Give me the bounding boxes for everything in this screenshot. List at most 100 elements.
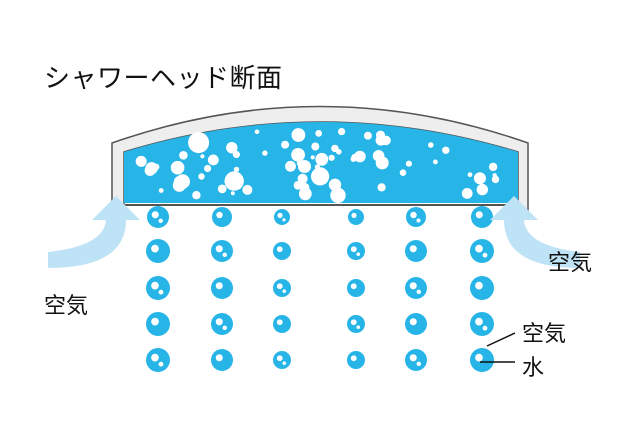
water-drop [274,209,290,225]
air-bubble [409,354,417,362]
water-drop [405,313,427,335]
air-bubble [416,289,421,295]
air-bubble [282,289,287,293]
water-drop [405,277,427,299]
air-bubble [356,325,361,329]
water-drop [471,206,493,228]
water-drop [470,239,494,263]
chamber-bubble [193,140,199,146]
air-bubble [475,281,483,290]
chamber-bubble [200,154,205,159]
air-bubble [409,245,417,253]
water-drop [146,276,170,300]
chamber-bubble [207,154,219,166]
chamber-bubble [399,169,407,176]
chamber-bubble [262,150,268,156]
water-drop [348,209,364,225]
chamber-bubble [298,187,312,201]
chamber-bubble [158,188,164,193]
air-bubble [409,282,417,290]
chamber-bubble [226,142,238,154]
air-bubble [276,355,283,362]
water-drop [347,351,365,369]
chamber-bubble [442,146,450,154]
chamber-bubble [232,150,240,159]
chamber-bubble [491,175,500,184]
chamber-bubble [224,171,244,191]
chamber-bubble [311,167,330,186]
air-label-left: 空気 [44,294,89,319]
chamber-bubble [298,160,311,173]
chamber-bubble [179,151,188,160]
air-bubble [151,211,159,219]
water-drop [146,239,170,263]
air-bubble [151,244,159,253]
air-bubble [276,246,283,253]
air-arrow-right [490,196,580,268]
chamber-bubble [285,160,296,172]
chamber-bubble [291,148,305,162]
chamber-bubble [377,183,386,192]
chamber-bubble [405,160,412,167]
water-drop [273,242,291,260]
diagram-title: シャワーヘッド断面 [44,64,283,94]
chamber-bubble [192,191,201,200]
chamber-bubble [311,142,320,151]
water-drop [406,207,426,227]
air-bubble [151,317,159,326]
air-bubble [482,252,488,258]
chamber-bubble [488,162,498,172]
air-bubble [350,355,357,362]
chamber-bubble [233,166,240,173]
chamber-bubble [328,154,335,161]
air-bubble [158,218,163,224]
chamber-bubble [354,150,366,163]
chamber-bubble [461,188,473,199]
chamber-bubble [467,172,473,178]
air-bubble [276,319,283,326]
water-label: 水 [522,356,545,381]
water-drop [147,206,169,228]
water-drop [273,279,291,297]
air-bubble [356,252,361,256]
chamber-bubble [242,184,253,195]
air-bubble [216,211,223,219]
air-bubble [282,218,286,222]
air-bubble [151,353,159,362]
air-bubble [416,218,421,223]
water-drop [347,279,365,297]
water-drop [347,315,365,333]
water-drops [146,206,494,372]
chamber-bubble [204,164,212,173]
air-bubble [475,317,483,326]
water-drop [470,276,494,300]
air-label-right: 空気 [548,251,593,276]
chamber-bubble [315,152,329,166]
chamber-bubble [433,159,438,165]
chamber-bubble [188,132,210,154]
air-bubble [215,318,223,326]
water-drop [146,312,170,336]
air-pointer-line [486,332,516,347]
air-bubble [151,281,159,290]
chamber-bubble [170,160,185,175]
water-drop [146,348,170,372]
air-bubble-label: 空気 [522,322,567,347]
water-drop [211,240,233,262]
air-bubble [215,245,223,253]
air-bubble [215,282,223,290]
chamber-air-bubbles [135,128,500,203]
chamber-bubble [145,162,158,175]
air-bubble [475,244,483,253]
air-bubble [409,318,417,326]
water-drop [347,242,365,260]
air-bubble [277,212,283,218]
water-drop [211,349,233,371]
air-bubble [416,361,421,367]
water-drop [273,315,291,333]
air-bubble [350,246,357,253]
water-drop [405,240,427,262]
chamber-bubble [375,134,387,146]
air-arrow-left [48,196,140,268]
